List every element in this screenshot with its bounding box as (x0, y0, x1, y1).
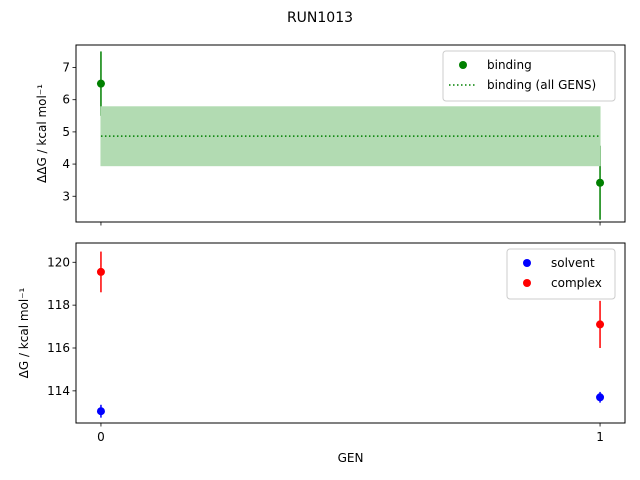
bottom-y-ticks: 114 116 118 120 (47, 255, 76, 398)
top-y-tick-label: 5 (62, 125, 70, 139)
bottom-legend-box (506, 248, 616, 300)
legend-entry-label: solvent (551, 256, 595, 270)
legend-entry-label: complex (551, 276, 602, 290)
legend-dot-marker (523, 259, 531, 267)
x-tick-label: 0 (97, 430, 105, 444)
solvent-point (596, 393, 605, 402)
legend-entry-label: binding (487, 58, 532, 72)
x-axis-label: GEN (338, 451, 364, 465)
bottom-y-tick-label: 114 (47, 384, 70, 398)
x-tick-label: 1 (596, 430, 604, 444)
top-y-axis-label: ΔΔG / kcal mol⁻¹ (35, 84, 49, 183)
binding-point (96, 79, 105, 88)
bottom-y-axis-label: ΔG / kcal mol⁻¹ (17, 287, 31, 378)
top-legend-box (442, 50, 616, 102)
top-x-ticks (100, 222, 601, 226)
binding-point (596, 178, 605, 187)
complex-point (596, 320, 605, 329)
top-y-tick-label: 4 (62, 157, 70, 171)
bottom-plot-layer (96, 251, 605, 418)
legend-dot-marker (523, 279, 531, 287)
complex-point (96, 267, 105, 276)
solvent-point (96, 407, 105, 416)
top-y-tick-label: 3 (62, 189, 70, 203)
top-panel: 3 4 5 6 7 ΔΔG / kcal mol⁻¹ binding binding (a… (35, 44, 626, 226)
legend-entry-label: binding (all GENS) (487, 78, 596, 92)
bottom-y-tick-label: 116 (47, 341, 70, 355)
top-axes-frame (75, 44, 626, 223)
bottom-axes-frame (75, 242, 626, 424)
top-y-tick-label: 7 (62, 61, 70, 75)
bottom-legend: solvent complex (506, 248, 616, 300)
top-y-tick-label: 6 (62, 93, 70, 107)
bottom-y-tick-label: 120 (47, 255, 70, 269)
top-y-ticks: 3 4 5 6 7 (62, 61, 76, 203)
binding-uncertainty-band (100, 106, 601, 167)
bottom-y-tick-label: 118 (47, 298, 70, 312)
top-plot-layer (96, 51, 605, 220)
figure-title: RUN1013 (287, 10, 353, 26)
top-legend: binding binding (all GENS) (442, 50, 616, 102)
legend-dot-marker (459, 61, 467, 69)
